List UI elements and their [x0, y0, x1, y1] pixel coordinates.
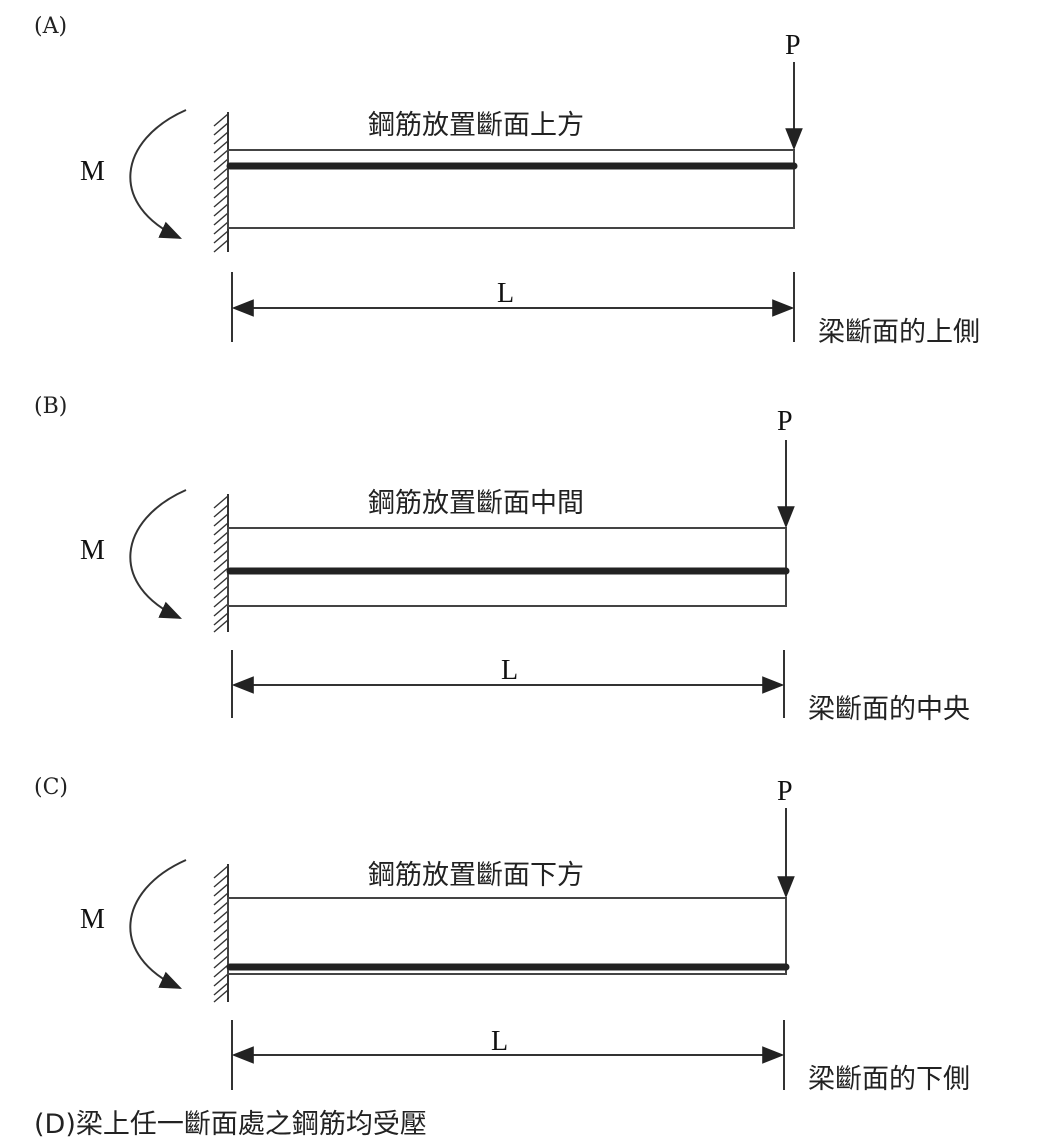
- moment-arrow: [129, 489, 187, 619]
- position-caption: 梁斷面的下側: [808, 1064, 970, 1095]
- load-label: P: [785, 30, 801, 61]
- panel-c: (C) 鋼筋放置斷面下方 M P L 梁斷面的下側: [34, 775, 970, 1095]
- moment-arrow: [129, 859, 187, 989]
- moment-label: M: [80, 904, 105, 935]
- load-label: P: [777, 776, 793, 807]
- length-label: L: [497, 278, 514, 309]
- rebar-caption: 鋼筋放置斷面上方: [368, 110, 584, 141]
- length-label: L: [501, 655, 518, 686]
- option-label: (B): [34, 394, 67, 419]
- rebar-caption: 鋼筋放置斷面中間: [368, 488, 584, 519]
- beam-outline: [227, 897, 787, 975]
- moment-arrow: [129, 109, 187, 239]
- option-label: (A): [34, 14, 67, 39]
- option-d-text: (D)梁上任一斷面處之鋼筋均受壓: [34, 1109, 427, 1140]
- position-caption: 梁斷面的中央: [808, 694, 970, 725]
- support-hatching: [213, 113, 229, 253]
- support-hatching: [213, 865, 229, 1003]
- length-label: L: [491, 1026, 508, 1057]
- beam-outline: [227, 149, 795, 229]
- rebar-caption: 鋼筋放置斷面下方: [368, 860, 584, 891]
- moment-label: M: [80, 156, 105, 187]
- position-caption: 梁斷面的上側: [818, 317, 980, 348]
- panel-b: (B) 鋼筋放置斷面中間 M P L 梁斷面的中央: [34, 394, 970, 725]
- option-label: (C): [34, 775, 68, 800]
- load-label: P: [777, 406, 793, 437]
- support-hatching: [213, 495, 229, 633]
- panel-a: (A) 鋼筋放置斷面上方 M P L 梁斷面的上側: [34, 14, 980, 348]
- moment-label: M: [80, 535, 105, 566]
- beam-outline: [227, 527, 787, 607]
